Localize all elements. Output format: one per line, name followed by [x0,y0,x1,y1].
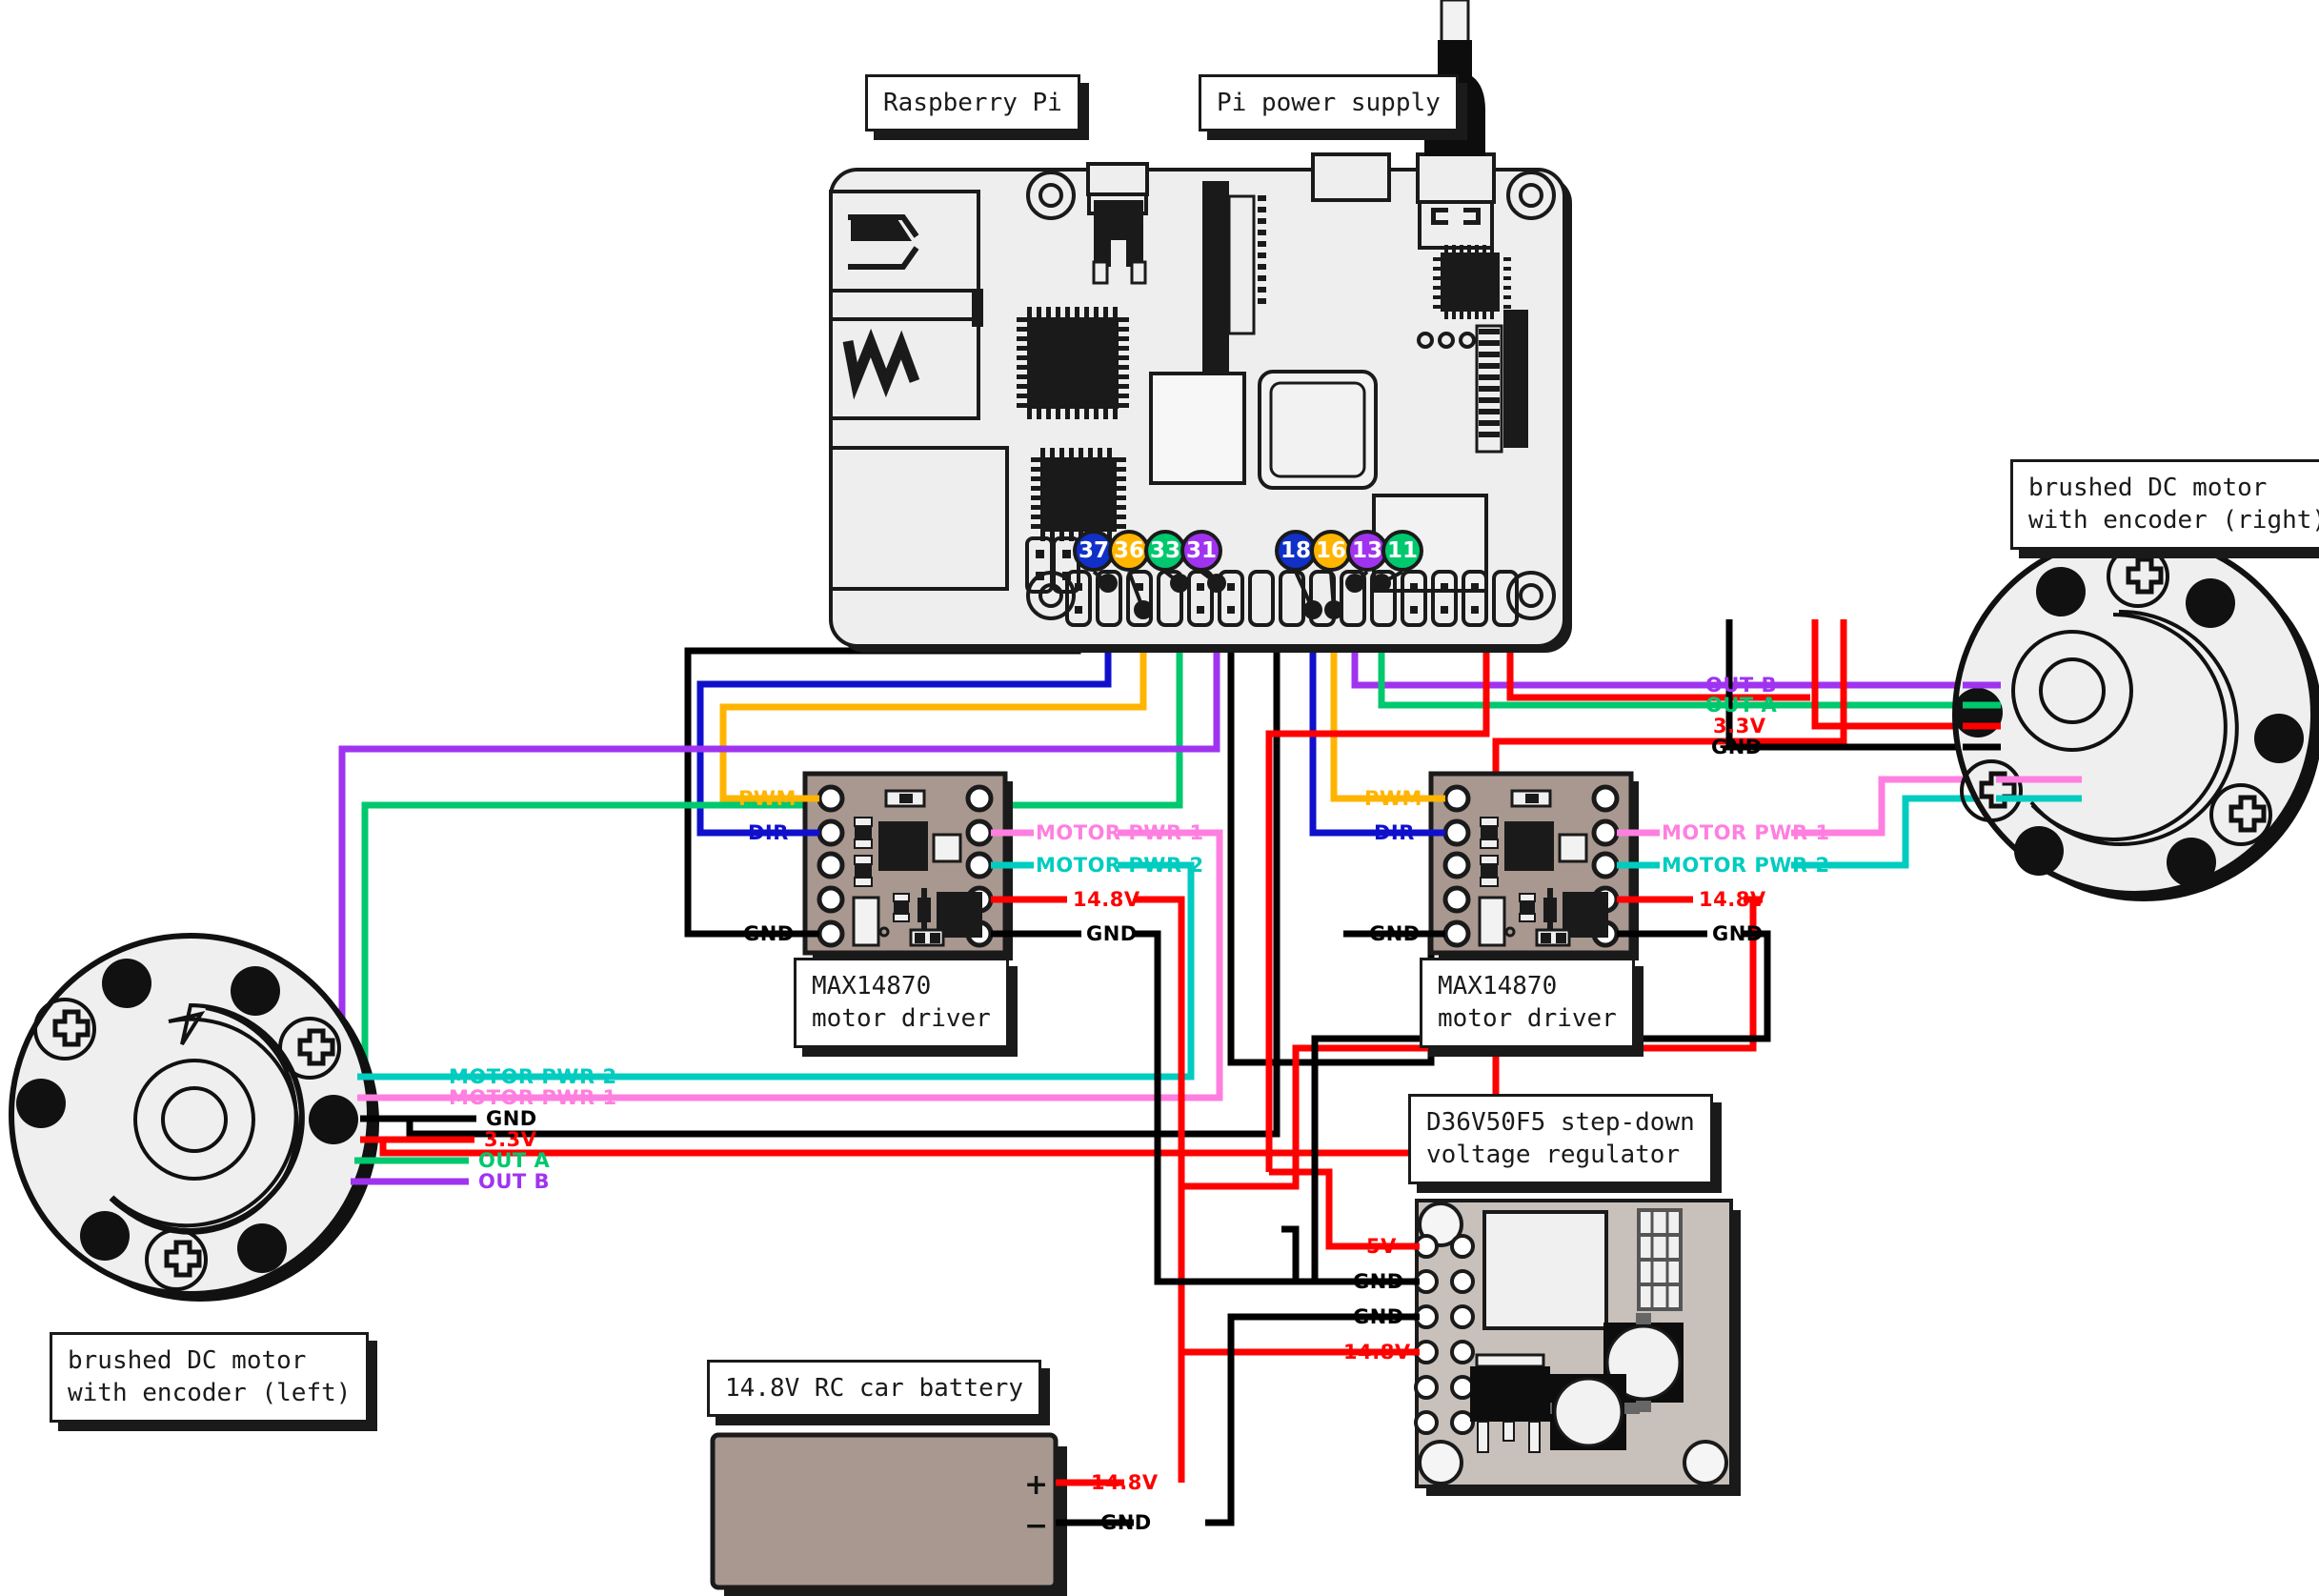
driver-left-out-net-label: MOTOR PWR 2 [1036,854,1204,877]
regulator-net-label: GND [1353,1305,1404,1328]
regulator-net-label: 14.8V [1343,1341,1411,1364]
driver-right-out-net-label: GND [1712,922,1764,945]
driver-left-out-net-label: 14.8V [1073,888,1140,911]
motor-right-net-label: OUT A [1705,694,1778,717]
callout-motor-right: brushed DC motor with encoder (right) [2010,459,2319,550]
motor-right-net-label: OUT B [1705,674,1778,697]
callout-driver-left: MAX14870 motor driver [794,958,1009,1048]
battery-net-label: GND [1100,1511,1152,1534]
callout-raspberry-pi: Raspberry Pi [865,74,1080,132]
driver-left-in-net-label: DIR [748,821,789,844]
callout-regulator: D36V50F5 step-down voltage regulator [1408,1094,1713,1184]
driver-right-in-net-label: PWM [1364,787,1422,810]
gpio-pin-33[interactable]: 33 [1144,530,1186,572]
driver-right-in-net-label: GND [1369,922,1421,945]
motor-left-net-label: OUT A [478,1149,551,1172]
driver-left-in-net-label: PWM [738,787,797,810]
motor-left-net-label: GND [486,1107,537,1130]
driver-left-in-net-label: GND [743,922,795,945]
driver-right-out-net-label: 14.8V [1699,888,1766,911]
motor-left-net-label: 3.3V [484,1128,537,1151]
callout-pi-power-supply: Pi power supply [1199,74,1459,132]
battery-terminal-negative: − [1024,1509,1049,1543]
motor-right-net-label: GND [1711,736,1763,758]
callout-driver-right: MAX14870 motor driver [1420,958,1635,1048]
gpio-pin-16[interactable]: 16 [1310,530,1352,572]
battery-net-label: 14.8V [1091,1471,1159,1494]
driver-right-out-net-label: MOTOR PWR 1 [1662,821,1830,844]
driver-right-in-net-label: DIR [1374,821,1415,844]
driver-right-out-net-label: MOTOR PWR 2 [1662,854,1830,877]
battery-terminal-positive: + [1024,1468,1049,1502]
callout-battery: 14.8V RC car battery [707,1360,1042,1418]
driver-left-out-net-label: GND [1086,922,1138,945]
motor-right-net-label: 3.3V [1713,715,1766,737]
callout-motor-left: brushed DC motor with encoder (left) [50,1332,370,1423]
driver-left-out-net-label: MOTOR PWR 1 [1036,821,1204,844]
gpio-pin-31[interactable]: 31 [1180,530,1222,572]
motor-left-net-label: MOTOR PWR 2 [449,1065,617,1088]
motor-left-net-label: MOTOR PWR 1 [449,1086,617,1109]
gpio-pin-11[interactable]: 11 [1381,530,1423,572]
motor-left-net-label: OUT B [478,1170,551,1193]
regulator-net-label: GND [1353,1270,1404,1293]
regulator-net-label: 5V [1366,1235,1397,1258]
gpio-pin-37[interactable]: 37 [1073,530,1115,572]
